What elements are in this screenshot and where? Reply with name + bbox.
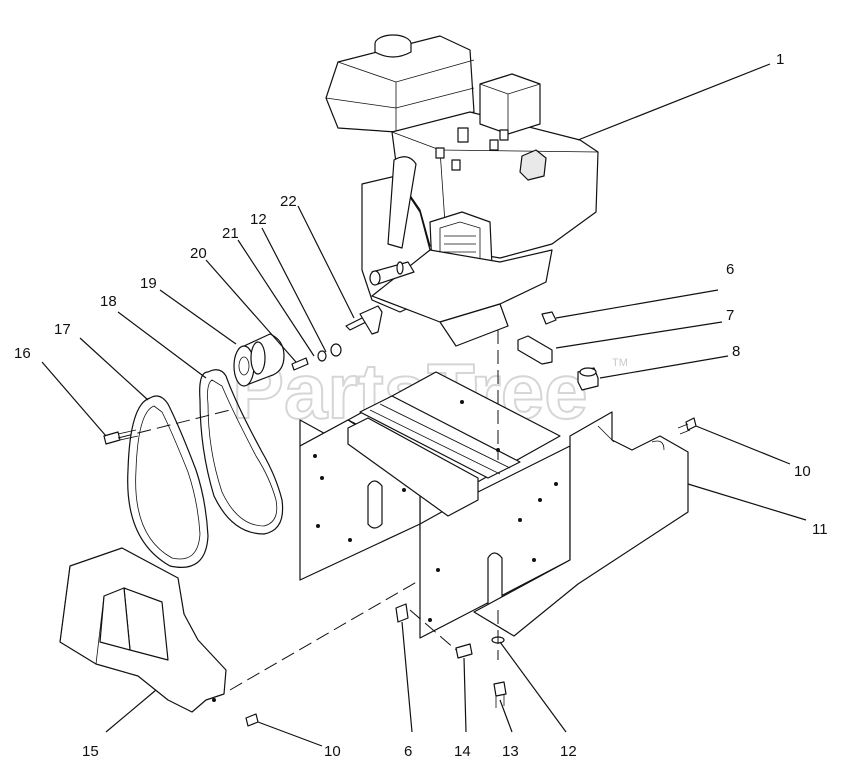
assembly-lines <box>117 330 499 691</box>
guard-icon <box>473 411 689 637</box>
callout-labels: 1 6 7 8 10 11 22 12 21 20 19 18 17 16 15… <box>14 51 828 760</box>
callout-18: 18 <box>100 293 117 310</box>
watermark-tm: TM <box>612 357 628 369</box>
pulley-icon <box>103 305 383 445</box>
belt-cover-icon <box>59 547 227 713</box>
callout-1: 1 <box>776 51 784 68</box>
frame-icon <box>299 371 571 639</box>
hardware-group <box>245 311 697 727</box>
belt-icon <box>127 369 284 568</box>
callout-15: 15 <box>82 743 99 760</box>
callout-12-bottom: 12 <box>560 743 577 760</box>
callout-22: 22 <box>280 193 297 210</box>
callout-6-bottom: 6 <box>404 743 412 760</box>
callout-10-right: 10 <box>794 463 811 480</box>
callout-13: 13 <box>502 743 519 760</box>
callout-14: 14 <box>454 743 471 760</box>
callout-19: 19 <box>140 275 157 292</box>
callout-8: 8 <box>732 343 740 360</box>
callout-16: 16 <box>14 345 31 362</box>
leader-lines <box>41 63 807 747</box>
callout-7: 7 <box>726 307 734 324</box>
callout-17: 17 <box>54 321 71 338</box>
callout-11: 11 <box>812 521 828 538</box>
callout-21: 21 <box>222 225 239 242</box>
callout-12-top: 12 <box>250 211 267 228</box>
engine-icon <box>325 34 599 347</box>
callout-10-bottom: 10 <box>324 743 341 760</box>
callout-20: 20 <box>190 245 207 262</box>
callout-6-top: 6 <box>726 261 734 278</box>
